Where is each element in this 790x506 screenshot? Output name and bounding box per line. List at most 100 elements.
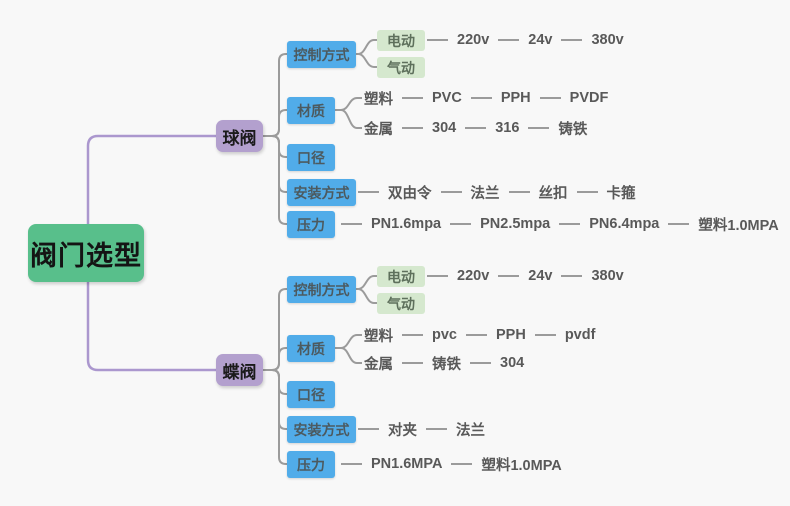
subnode-pneumatic[interactable]: 气动 [377,293,425,314]
connector-line [263,109,288,137]
leaf-node[interactable]: 220v [457,268,490,284]
leaf-node[interactable]: 304 [432,120,457,136]
connector-line [86,134,216,224]
leaf-node[interactable]: 金属 [364,356,393,373]
leaf-connector-line [534,334,556,336]
leaf-node[interactable]: 对夹 [388,422,417,439]
branch-node-butterfly-valve[interactable]: 蝶阀 [216,354,263,386]
leaf-connector-line [402,97,423,99]
leaf-row: 对夹 法兰 [358,419,485,439]
leaf-connector-line [427,39,448,41]
subnode-pneumatic[interactable]: 气动 [377,57,425,78]
leaf-connector-line [559,223,581,225]
connector-line [356,39,377,55]
leaf-node[interactable]: 380v [591,268,624,284]
leaf-connector-line [426,428,447,430]
leaf-node[interactable]: 380v [591,32,624,48]
leaf-connector-line [427,275,448,277]
category-node[interactable]: 压力 [287,451,335,478]
leaf-row: 双由令 法兰 丝扣 卡箍 [358,182,636,202]
leaf-row: 220v 24v 380v [427,266,624,286]
leaf-row: 塑料 PVC PPH PVDF [364,88,608,108]
connector-line [86,282,216,372]
leaf-node[interactable]: pvc [432,327,457,343]
category-node[interactable]: 压力 [287,211,335,238]
leaf-node[interactable]: 铸铁 [432,356,461,373]
leaf-node[interactable]: 法兰 [456,422,485,439]
leaf-node[interactable]: PPH [496,327,526,343]
connector-line [263,369,288,430]
leaf-connector-line [402,127,423,129]
leaf-row: 塑料 pvc PPH pvdf [364,325,595,345]
connector-line [263,369,288,465]
leaf-node[interactable]: 双由令 [388,185,432,202]
leaf-node[interactable]: 金属 [364,121,393,138]
leaf-node[interactable]: 塑料1.0MPA [698,217,779,234]
leaf-node[interactable]: 塑料 [364,91,393,108]
leaf-node[interactable]: PPH [500,90,531,106]
connector-line [263,53,288,137]
leaf-node[interactable]: 铸铁 [558,121,588,138]
leaf-connector-line [402,334,423,336]
leaf-node[interactable]: 24v [528,32,553,48]
leaf-connector-line [440,191,462,193]
connector-line [356,288,377,304]
category-node[interactable]: 安装方式 [287,416,356,443]
leaf-node[interactable]: 丝扣 [538,185,568,202]
leaf-row: 220v 24v 380v [427,30,624,50]
leaf-connector-line [470,97,492,99]
category-node[interactable]: 口径 [287,381,335,408]
leaf-node[interactable]: 304 [500,355,525,371]
leaf-node[interactable]: PN1.6MPA [371,456,443,472]
leaf-node[interactable]: PN6.4mpa [589,216,660,232]
connector-line [356,275,377,290]
leaf-node[interactable]: 法兰 [470,185,500,202]
leaf-connector-line [498,39,520,41]
leaf-row: PN1.6MPA 塑料1.0MPA [341,454,562,474]
leaf-connector-line [466,334,487,336]
leaf-connector-line [450,223,472,225]
leaf-connector-line [470,362,491,364]
connector-line [263,347,288,371]
root-node[interactable]: 阀门选型 [28,224,144,282]
category-node[interactable]: 控制方式 [287,276,356,303]
leaf-node[interactable]: 316 [495,120,520,136]
leaf-node[interactable]: PN1.6mpa [371,216,442,232]
connector-line [335,109,362,129]
leaf-node[interactable]: PVDF [569,90,609,106]
leaf-node[interactable]: PN2.5mpa [480,216,551,232]
leaf-connector-line [341,463,362,465]
leaf-node[interactable]: 塑料 [364,328,393,345]
category-node[interactable]: 口径 [287,144,335,171]
category-node[interactable]: 材质 [287,97,335,124]
category-node[interactable]: 安装方式 [287,179,356,206]
leaf-connector-line [358,428,379,430]
connector-line [335,334,362,349]
leaf-connector-line [402,362,423,364]
leaf-node[interactable]: 24v [528,268,553,284]
leaf-connector-line [561,275,583,277]
leaf-row: PN1.6mpa PN2.5mpa PN6.4mpa 塑料1.0MPA [341,214,779,234]
leaf-connector-line [358,191,379,193]
leaf-connector-line [561,39,583,41]
leaf-node[interactable]: 卡箍 [606,185,636,202]
leaf-row: 金属 304 316 铸铁 [364,118,587,138]
leaf-node[interactable]: 220v [457,32,490,48]
leaf-connector-line [451,463,473,465]
leaf-node[interactable]: pvdf [564,327,596,343]
category-node[interactable]: 材质 [287,335,335,362]
connector-line [263,369,288,395]
leaf-node[interactable]: 塑料1.0MPA [481,457,562,474]
leaf-connector-line [465,127,487,129]
subnode-electric[interactable]: 电动 [377,30,425,51]
connector-line [356,53,377,68]
connector-line [263,135,288,225]
category-node[interactable]: 控制方式 [287,41,356,68]
leaf-connector-line [341,223,362,225]
leaf-connector-line [508,191,530,193]
leaf-connector-line [576,191,598,193]
subnode-electric[interactable]: 电动 [377,266,425,287]
leaf-node[interactable]: PVC [432,90,462,106]
branch-node-ball-valve[interactable]: 球阀 [216,120,263,152]
